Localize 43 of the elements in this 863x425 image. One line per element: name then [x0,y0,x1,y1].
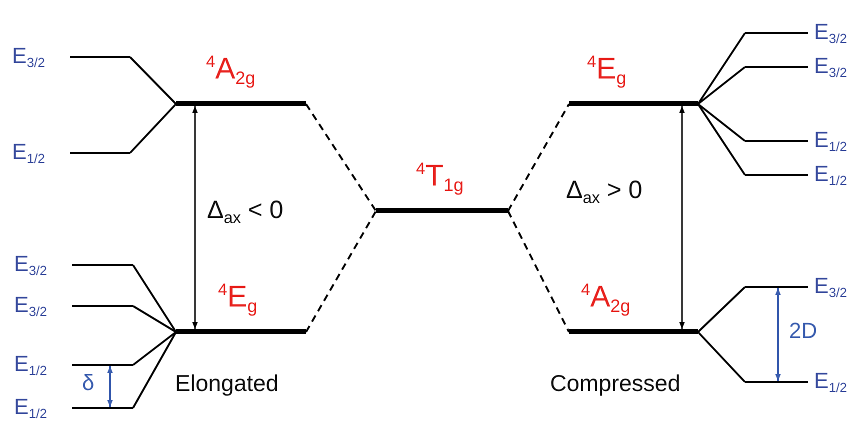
splitting-line [132,332,177,408]
splitting-line [697,286,746,333]
sublevel-label: E$_{3/2}$ [14,253,48,278]
sublevel-label: E$_{1/2}$ [14,396,48,420]
splitting-line [132,331,177,366]
splitting-line [697,331,746,383]
double-arrow [192,106,198,329]
distortion-label: Elongated [175,372,279,395]
term-symbol: $^{4}$A$_{2g}$ [206,54,256,87]
term-symbol: $^{4}$E$_{g}$ [218,282,258,315]
splitting-line [697,103,746,142]
term-symbol: $^{4}$E$_{g}$ [587,54,626,87]
sublevel-label: E$_{3/2}$ [814,275,848,300]
splitting-line [129,103,177,154]
dashed-connector [507,104,570,212]
double-arrow [679,106,685,329]
edge-label: Δ$_{ax}$ > 0 [566,178,642,206]
sublevel-label: E$_{3/2}$ [14,294,48,318]
splitting-line [697,32,746,105]
splitting-line [697,66,746,105]
splitting-line [697,103,746,176]
sublevel-label: E$_{1/2}$ [814,129,848,154]
dashed-connector [507,210,570,332]
term-symbol: $^{4}$T$_{1g}$ [416,161,464,194]
double-arrow [775,288,781,381]
edge-label: Δ$_{ax}$ < 0 [207,198,284,226]
splitting-line [129,56,177,105]
sublevel-label: E$_{1/2}$ [14,353,48,378]
sublevel-label: E$_{1/2}$ [12,141,46,166]
sublevel-label: E$_{3/2}$ [814,55,848,80]
edge-label: δ [82,372,94,394]
sublevel-label: E$_{1/2}$ [814,370,848,394]
sublevel-label: E$_{3/2}$ [814,21,848,46]
sublevel-label: E$_{3/2}$ [12,45,46,70]
splitting-line [132,264,177,333]
edge-label: 2D [789,320,818,342]
dashed-connector [305,103,377,212]
dashed-connector [305,210,377,332]
sublevel-label: E$_{1/2}$ [814,163,848,188]
term-symbol: $^{4}$A$_{2g}$ [581,282,630,315]
splitting-line [132,305,177,333]
double-arrow [107,366,113,407]
distortion-label: Compressed [550,372,680,395]
